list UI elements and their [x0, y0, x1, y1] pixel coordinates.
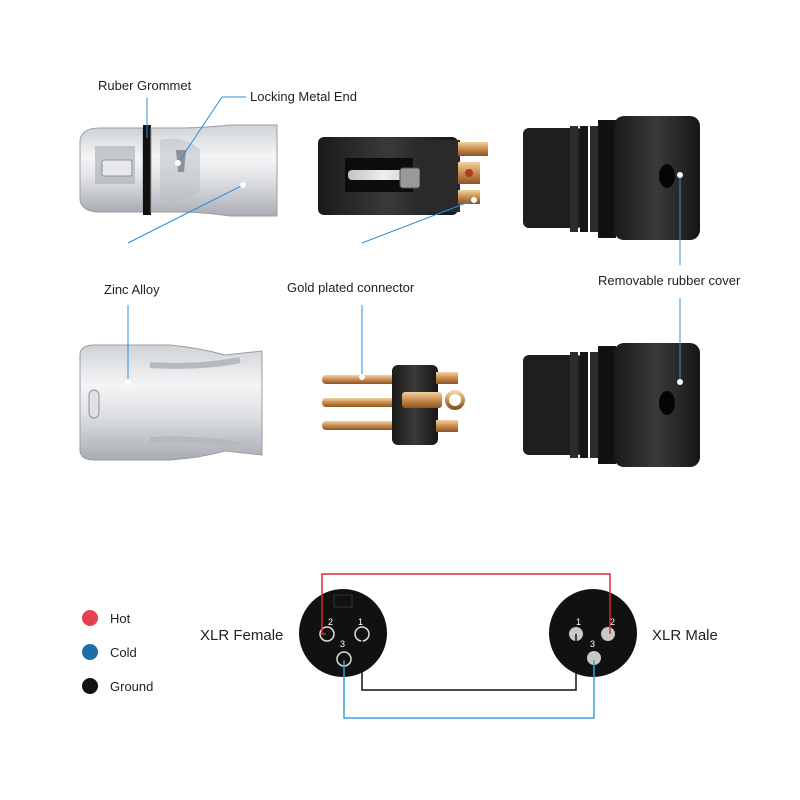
- label-zinc-alloy: Zinc Alloy: [104, 282, 160, 297]
- ground-dot-icon: [82, 678, 98, 694]
- legend-label-cold: Cold: [110, 644, 137, 660]
- male-pin-2-label: 2: [610, 617, 615, 627]
- cold-dot-icon: [82, 644, 98, 660]
- callout-line-zinc: [127, 184, 244, 244]
- label-rubber-grommet: Ruber Grommet: [98, 78, 192, 93]
- xlr-female-face: 2 1 3: [299, 589, 387, 677]
- ground-wire: [361, 634, 577, 691]
- xlr-male-label: XLR Male: [652, 627, 718, 644]
- callout-line-gold: [361, 199, 475, 244]
- gold-pins-insert: [322, 365, 465, 445]
- female-pin-3-label: 3: [340, 639, 345, 649]
- legend-item-cold: Cold: [82, 644, 137, 660]
- xlr-male-face: 1 2 3: [549, 589, 637, 677]
- male-pin-3-label: 3: [590, 639, 595, 649]
- label-locking-metal-end: Locking Metal End: [250, 89, 357, 104]
- label-gold-plated-connector: Gold plated connector: [287, 280, 415, 295]
- legend-item-ground: Ground: [82, 678, 153, 694]
- legend-item-hot: Hot: [82, 610, 130, 626]
- label-removable-rubber-cover: Removable rubber cover: [598, 273, 741, 288]
- callout-line-locking: [177, 96, 246, 164]
- male-pin-1-label: 1: [576, 617, 581, 627]
- female-pin-2-label: 2: [328, 617, 333, 627]
- connector-insert-top: [318, 137, 488, 215]
- rubber-housing-bottom: [523, 343, 700, 467]
- wiring-lines: [321, 573, 611, 719]
- hot-dot-icon: [82, 610, 98, 626]
- female-pin-1-label: 1: [358, 617, 363, 627]
- callout-lines: [125, 96, 683, 385]
- cold-wire: [343, 660, 595, 719]
- connector-shell-top: [79, 124, 278, 217]
- legend-label-hot: Hot: [110, 610, 131, 626]
- xlr-female-label: XLR Female: [200, 627, 284, 644]
- connector-shell-bottom: [79, 344, 263, 461]
- rubber-housing-top: [523, 116, 700, 240]
- legend-label-ground: Ground: [110, 678, 154, 694]
- hot-wire: [321, 573, 611, 635]
